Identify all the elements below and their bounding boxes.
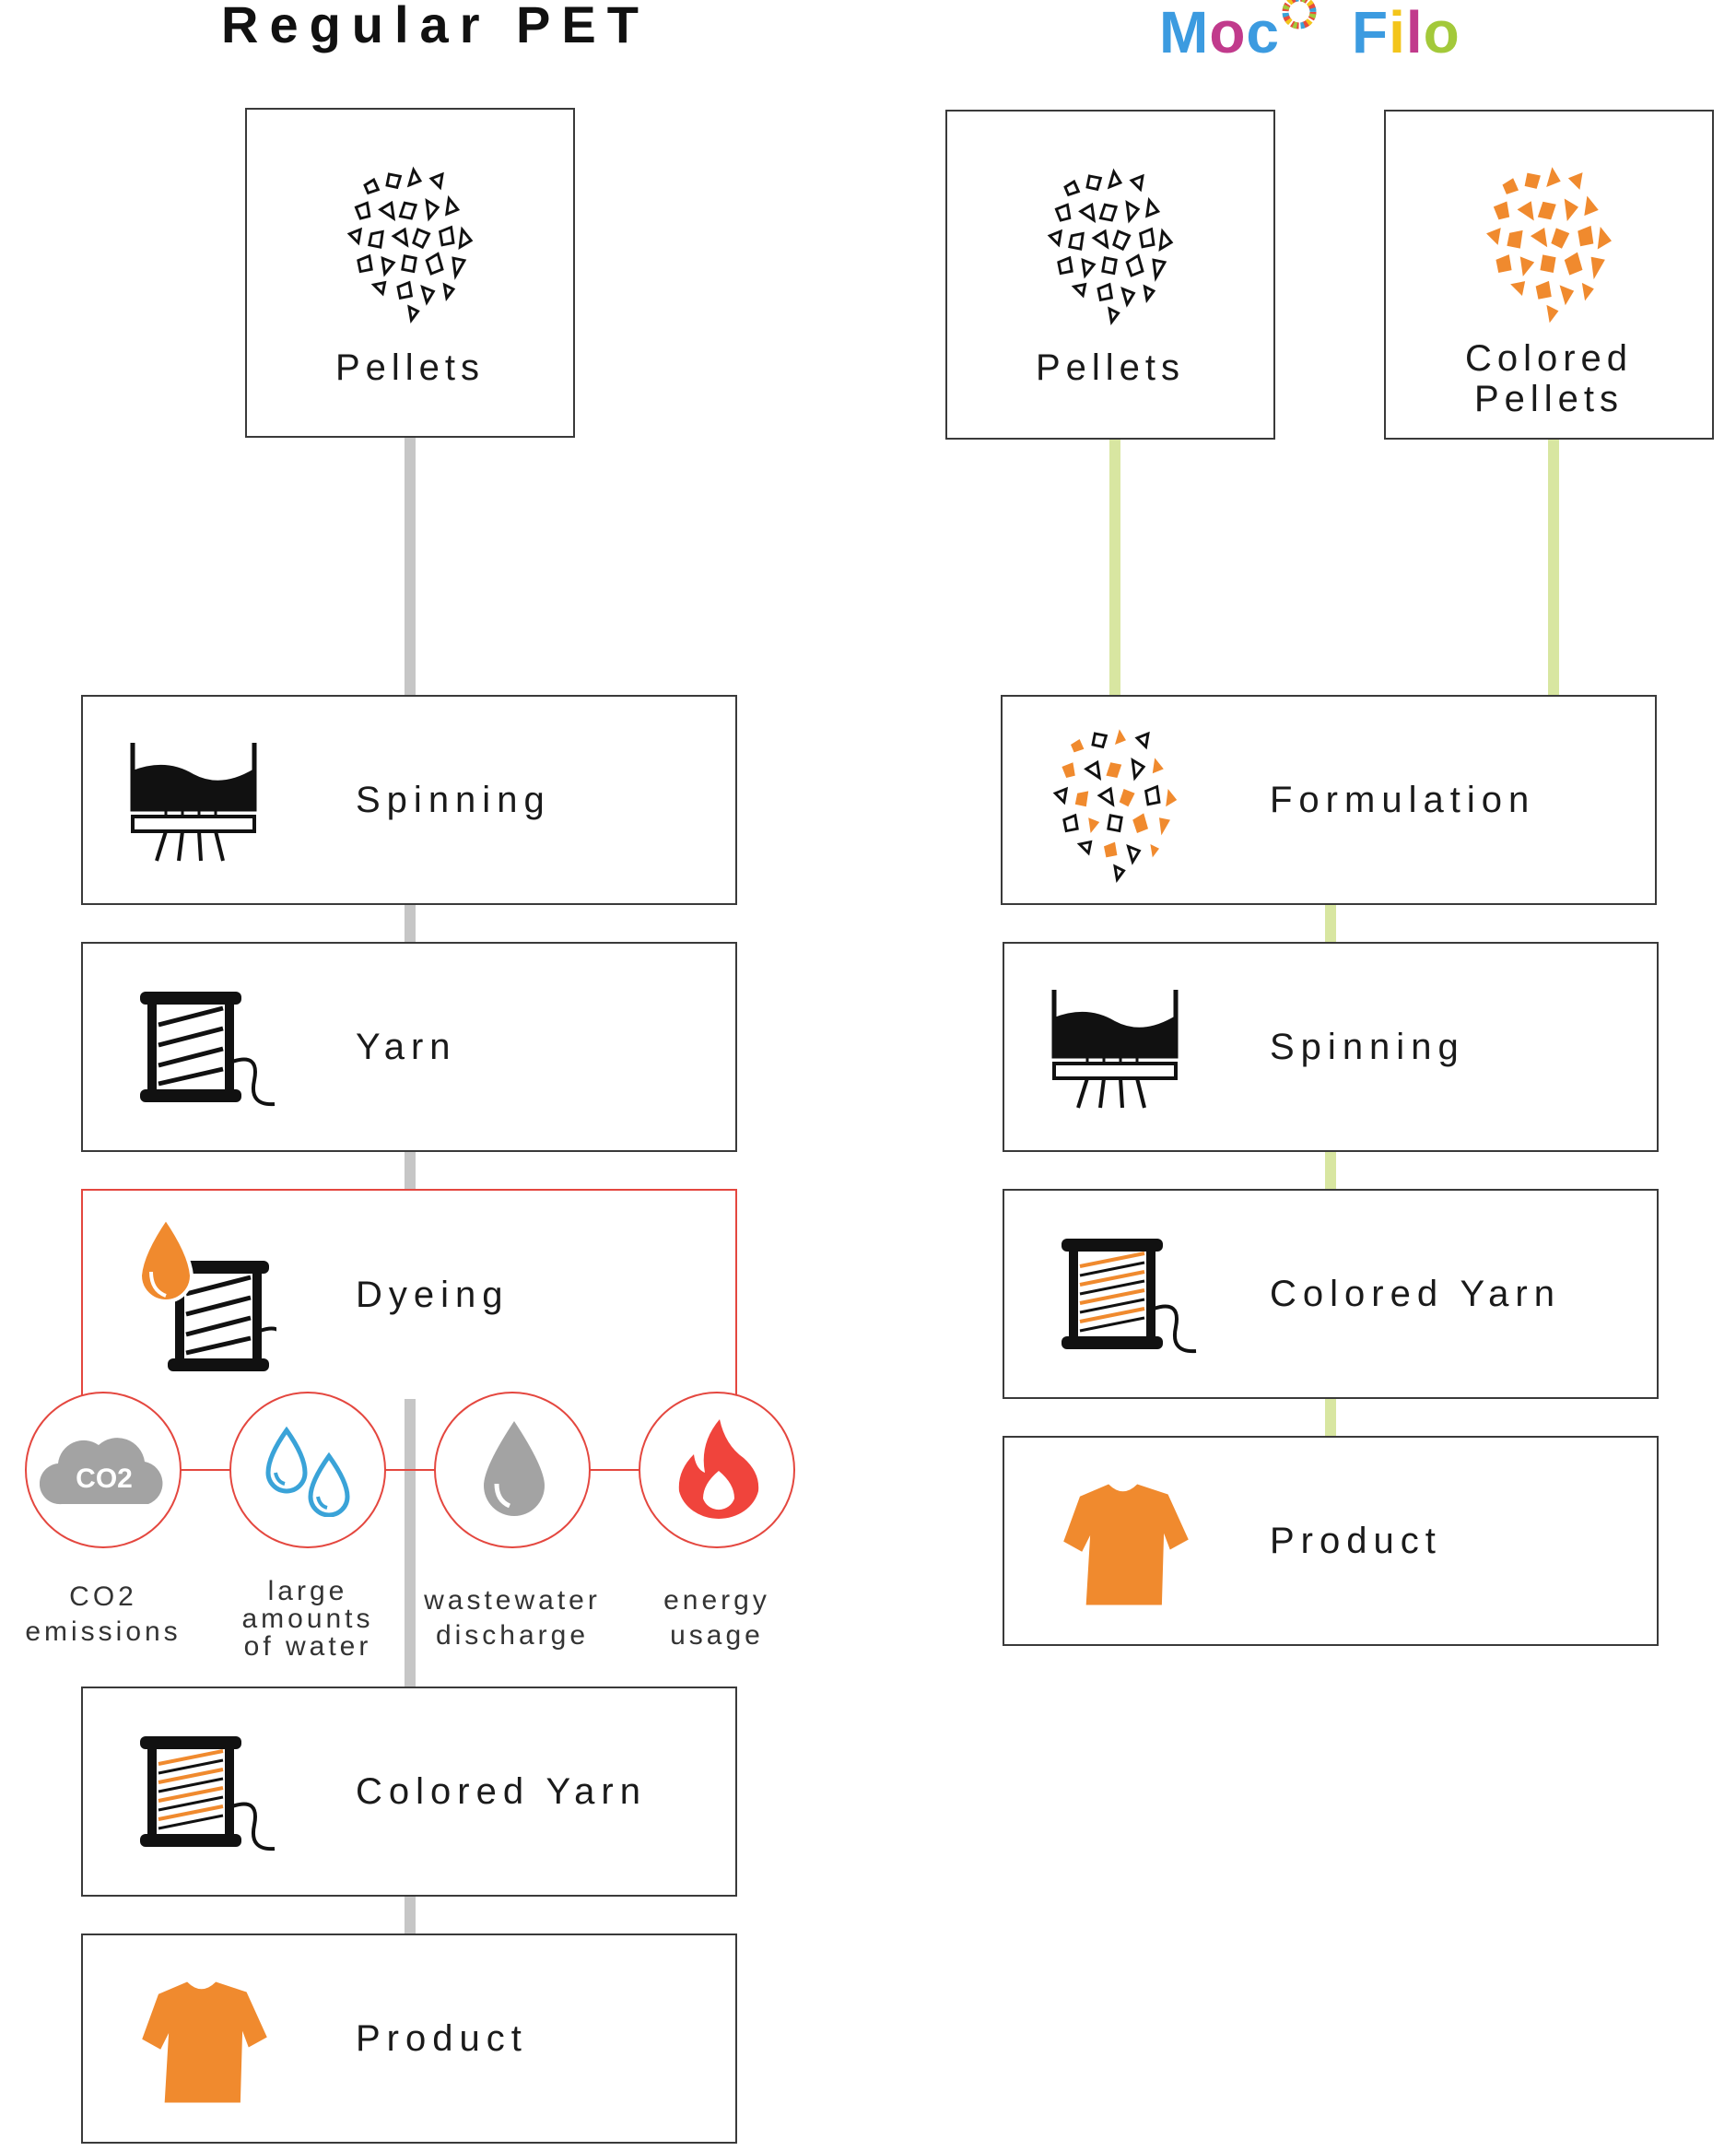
step-label: Product xyxy=(356,2017,528,2059)
logo-letter: o xyxy=(1209,0,1247,65)
impact-wastewater xyxy=(434,1392,591,1548)
shirt-icon xyxy=(142,1981,267,2103)
right-step-spinning: Spinning xyxy=(1003,942,1659,1152)
step-label: Spinning xyxy=(1270,1026,1465,1067)
pellets-label: Pellets xyxy=(1035,347,1186,388)
pellets-icon xyxy=(347,168,473,322)
step-label: Formulation xyxy=(1270,779,1536,820)
left-step-spinning: Spinning xyxy=(81,695,737,905)
impact-label-co2: CO2 emissions xyxy=(2,1583,205,1646)
mocofilo-logo: Moc Filo xyxy=(1159,0,1460,66)
colored-pellets-line: Pellets xyxy=(1473,379,1625,419)
left-step-colored-yarn: Colored Yarn xyxy=(81,1687,737,1897)
right-pellets-box: Pellets xyxy=(945,110,1275,440)
spinning-machine-icon xyxy=(130,743,257,862)
colored-pellets-label: Colored Pellets xyxy=(1386,338,1712,419)
impact-energy xyxy=(639,1392,795,1548)
right-step-formulation: Formulation xyxy=(1001,695,1657,905)
co2-cloud-icon: CO2 xyxy=(40,1438,163,1505)
right-colored-pellets-box: Colored Pellets xyxy=(1384,110,1714,440)
left-step-product: Product xyxy=(81,1934,737,2144)
logo-letter: i xyxy=(1389,0,1406,65)
regular-pet-title: Regular PET xyxy=(221,0,650,53)
dye-spool-icon xyxy=(138,1217,276,1371)
left-pellets-box: Pellets xyxy=(245,108,575,438)
right-step-colored-yarn: Colored Yarn xyxy=(1003,1189,1659,1399)
step-label: Yarn xyxy=(356,1026,457,1067)
colored-pellets-icon xyxy=(1486,168,1612,322)
impact-label-energy: energy usage xyxy=(616,1587,818,1650)
impact-label-wastewater: wastewater discharge xyxy=(411,1587,614,1650)
right-connector-line xyxy=(1548,439,1559,697)
impact-co2: CO2 xyxy=(25,1392,182,1548)
left-step-yarn: Yarn xyxy=(81,942,737,1152)
logo-letter: c xyxy=(1246,0,1280,65)
step-label: Product xyxy=(1270,1520,1442,1561)
co2-badge-text: CO2 xyxy=(76,1463,133,1494)
impact-label-line: CO2 xyxy=(69,1581,137,1612)
impact-label-line: amounts xyxy=(241,1604,374,1634)
impact-water xyxy=(229,1392,386,1548)
logo-ring-icon xyxy=(1282,0,1317,53)
step-label: Colored Yarn xyxy=(1270,1273,1561,1314)
flame-icon xyxy=(678,1419,759,1519)
water-drops-icon xyxy=(265,1426,350,1517)
right-step-product: Product xyxy=(1003,1436,1659,1646)
shirt-icon xyxy=(1063,1484,1189,1605)
impact-label-line: discharge xyxy=(435,1620,590,1651)
colored-pellets-line: Colored xyxy=(1464,338,1634,379)
spool-icon xyxy=(140,992,276,1107)
right-connector-line xyxy=(1109,439,1120,697)
step-label: Colored Yarn xyxy=(356,1770,647,1812)
impact-label-line: energy xyxy=(663,1585,770,1616)
impact-label-line: wastewater xyxy=(424,1585,601,1616)
colored-spool-icon xyxy=(1062,1239,1197,1354)
impact-label-line: large xyxy=(267,1576,348,1606)
logo-letter: l xyxy=(1405,0,1424,65)
pellets-icon xyxy=(1048,170,1173,323)
logo-letter: F xyxy=(1352,0,1390,65)
logo-letter: M xyxy=(1159,0,1210,65)
impact-label-water: large amounts of water xyxy=(206,1578,409,1661)
step-label: Spinning xyxy=(356,779,551,820)
impact-label-line: of water xyxy=(243,1631,372,1662)
colored-spool-icon xyxy=(140,1736,276,1851)
impact-label-line: emissions xyxy=(25,1616,182,1647)
pellets-label: Pellets xyxy=(334,347,486,388)
mixed-pellets-icon xyxy=(1052,729,1178,883)
logo-letter: o xyxy=(1423,0,1460,65)
left-step-dyeing: Dyeing xyxy=(81,1189,737,1399)
wastewater-drop-icon xyxy=(484,1421,545,1516)
impact-label-line: usage xyxy=(670,1620,764,1651)
spinning-machine-icon xyxy=(1051,990,1179,1109)
step-label: Dyeing xyxy=(356,1274,510,1315)
